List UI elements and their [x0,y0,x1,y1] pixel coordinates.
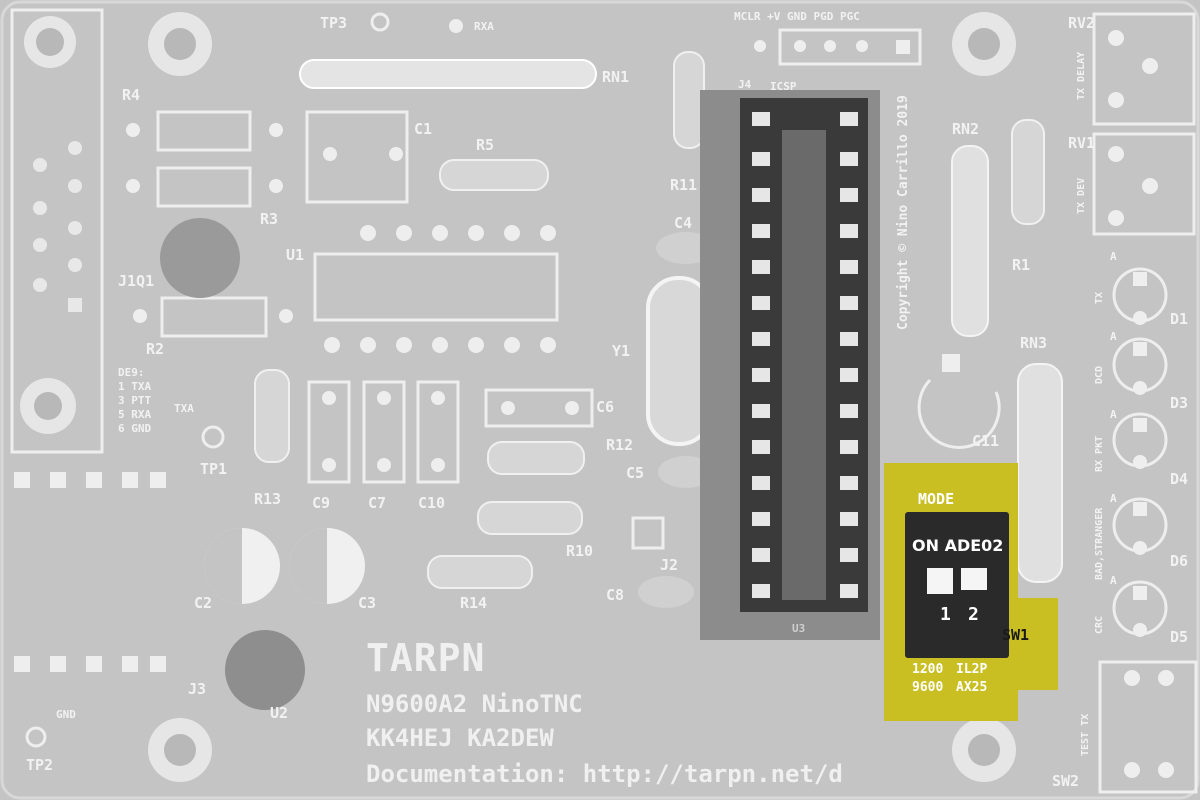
mode-dip-switch[interactable] [905,512,1009,658]
label-a-d1: A [1110,250,1117,263]
label-r1: R1 [1012,256,1031,274]
mounting-hole-ml [20,378,76,434]
label-tp2: TP2 [26,756,54,774]
label-j3: J3 [188,680,207,698]
label-j4: J4 [738,78,752,91]
label-callsigns: KK4HEJ KA2DEW [366,724,554,752]
label-de9-6: 6 GND [118,422,152,435]
label-u2: U2 [270,704,289,722]
dip-slot-2[interactable] [961,568,987,590]
label-mode-il2p: IL2P [956,662,988,677]
label-gnd: GND [56,708,76,721]
label-r13: R13 [254,490,282,508]
label-c3: C3 [358,594,377,612]
label-rn2: RN2 [952,120,980,138]
label-r11: R11 [670,176,698,194]
label-c9: C9 [312,494,331,512]
label-led-tx: TX [1094,291,1105,304]
label-led-dcd: DCD [1094,365,1105,384]
label-de9-3: 3 PTT [118,394,152,407]
label-led-bad: BAD,STRANGER [1094,507,1105,580]
label-r3: R3 [260,210,279,228]
label-r14: R14 [460,594,488,612]
label-c6: C6 [596,398,615,416]
label-copyright: Copyright © Nino Carrillo 2019 [896,95,911,330]
label-documentation: Documentation: http://tarpn.net/d [366,760,843,788]
mounting-hole-tl [24,16,76,68]
label-rn3: RN3 [1020,334,1048,352]
mounting-hole-br [952,718,1016,782]
label-mode-1200: 1200 [912,662,944,677]
label-rxa: RXA [474,20,494,33]
label-test-tx: TEST TX [1080,713,1091,756]
label-d5: D5 [1170,628,1189,646]
label-c8: C8 [606,586,625,604]
label-icsp-pins: MCLR +V GND PGD PGC [734,10,860,23]
label-tp1: TP1 [200,460,228,478]
label-txa: TXA [174,402,194,415]
label-de9-5: 5 RXA [118,408,152,421]
label-switch-brand: ON ADE02 [912,536,1004,555]
label-mode-9600: 9600 [912,680,944,695]
mode-switch-area-ext [1000,598,1058,690]
brand-tarpn: TARPN [366,636,486,680]
dip-slot-1[interactable] [927,568,953,594]
label-a-d4: A [1110,408,1117,421]
label-a-d3: A [1110,330,1117,343]
mounting-hole-tr [952,12,1016,76]
label-c2: C2 [194,594,213,612]
label-mode-ax25: AX25 [956,680,988,695]
label-led-rxpkt: RX PKT [1094,435,1105,472]
label-tx-delay: TX DELAY [1076,51,1087,100]
label-u1: U1 [286,246,305,264]
label-a-d5: A [1110,574,1117,587]
label-model: N9600A2 NinoTNC [366,690,583,718]
label-tp3: TP3 [320,14,348,32]
label-led-crc: CRC [1094,615,1105,634]
label-r2: R2 [146,340,165,358]
label-d4: D4 [1170,470,1189,488]
label-tx-dev: TX DEV [1076,177,1087,214]
label-rv2: RV2 [1068,14,1096,32]
label-c5: C5 [626,464,645,482]
label-r12: R12 [606,436,634,454]
mounting-hole-bl [148,718,212,782]
label-d6: D6 [1170,552,1189,570]
label-switch-pos1: 1 [940,604,951,625]
label-c10: C10 [418,494,446,512]
label-rn1: RN1 [602,68,630,86]
label-d3: D3 [1170,394,1189,412]
label-switch-pos2: 2 [968,604,979,625]
label-icsp: ICSP [770,80,797,93]
label-de9-title: DE9: [118,366,145,379]
label-c11: C11 [972,432,1000,450]
label-c7: C7 [368,494,387,512]
mounting-hole-tm [148,12,212,76]
label-c4: C4 [674,214,693,232]
label-rv1: RV1 [1068,134,1096,152]
label-r10: R10 [566,542,594,560]
label-a-d6: A [1110,492,1117,505]
label-c1: C1 [414,120,433,138]
label-j2: J2 [660,556,679,574]
label-sw2: SW2 [1052,772,1080,790]
label-de9-1: 1 TXA [118,380,152,393]
label-j1q1: J1Q1 [118,272,155,290]
label-y1: Y1 [612,342,631,360]
label-sw1: SW1 [1002,626,1030,644]
label-r4: R4 [122,86,141,104]
label-mode: MODE [918,490,955,508]
label-r5: R5 [476,136,495,154]
label-d1: D1 [1170,310,1189,328]
label-u3: U3 [792,622,806,635]
